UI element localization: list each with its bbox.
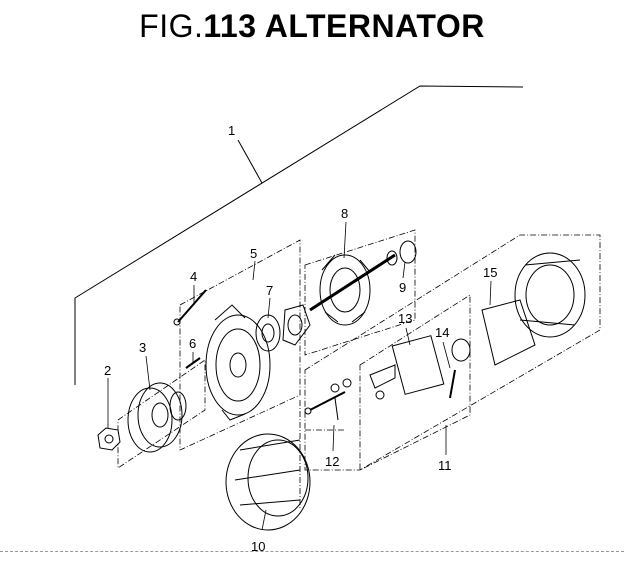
callout-labels: 1 2 3 4 5 6 7 8 9 10 11 12 13 14 15 <box>104 123 497 554</box>
part-15-rear-housing-rectifier <box>481 252 586 366</box>
callout-4: 4 <box>190 269 197 284</box>
part-5-front-housing <box>205 304 271 421</box>
callout-9: 9 <box>399 280 406 295</box>
part-14-screw-oring <box>449 338 471 399</box>
assembly-bracket <box>74 85 524 385</box>
callout-14: 14 <box>435 325 449 340</box>
page-separator <box>0 551 624 552</box>
callout-6: 6 <box>189 336 196 351</box>
part-13-regulator <box>369 335 445 400</box>
figure-prefix: FIG. <box>139 8 204 44</box>
callout-8: 8 <box>341 206 348 221</box>
callout-11: 11 <box>438 458 452 473</box>
callout-2: 2 <box>104 363 111 378</box>
callout-3: 3 <box>139 340 146 355</box>
callout-1: 1 <box>228 123 235 138</box>
part-4-bolt <box>173 289 207 326</box>
figure-number-title: 113 ALTERNATOR <box>203 8 485 44</box>
part-6-screw <box>185 357 201 369</box>
part-2-nut <box>97 427 121 451</box>
part-7-bearing <box>255 304 311 352</box>
figure-title: FIG.113 ALTERNATOR <box>0 8 624 45</box>
callout-13: 13 <box>398 311 412 326</box>
group-outlines <box>117 229 601 510</box>
leader-lines <box>107 221 492 531</box>
callout-7: 7 <box>266 283 273 298</box>
part-8-rotor <box>309 253 396 326</box>
callout-12: 12 <box>325 454 339 469</box>
callout-10: 10 <box>251 539 265 554</box>
part-10-stator <box>225 433 311 531</box>
part-9-slip-ring <box>386 240 417 266</box>
callout-15: 15 <box>483 265 497 280</box>
part-12-bolt-set <box>304 378 352 421</box>
callout-5: 5 <box>250 246 257 261</box>
